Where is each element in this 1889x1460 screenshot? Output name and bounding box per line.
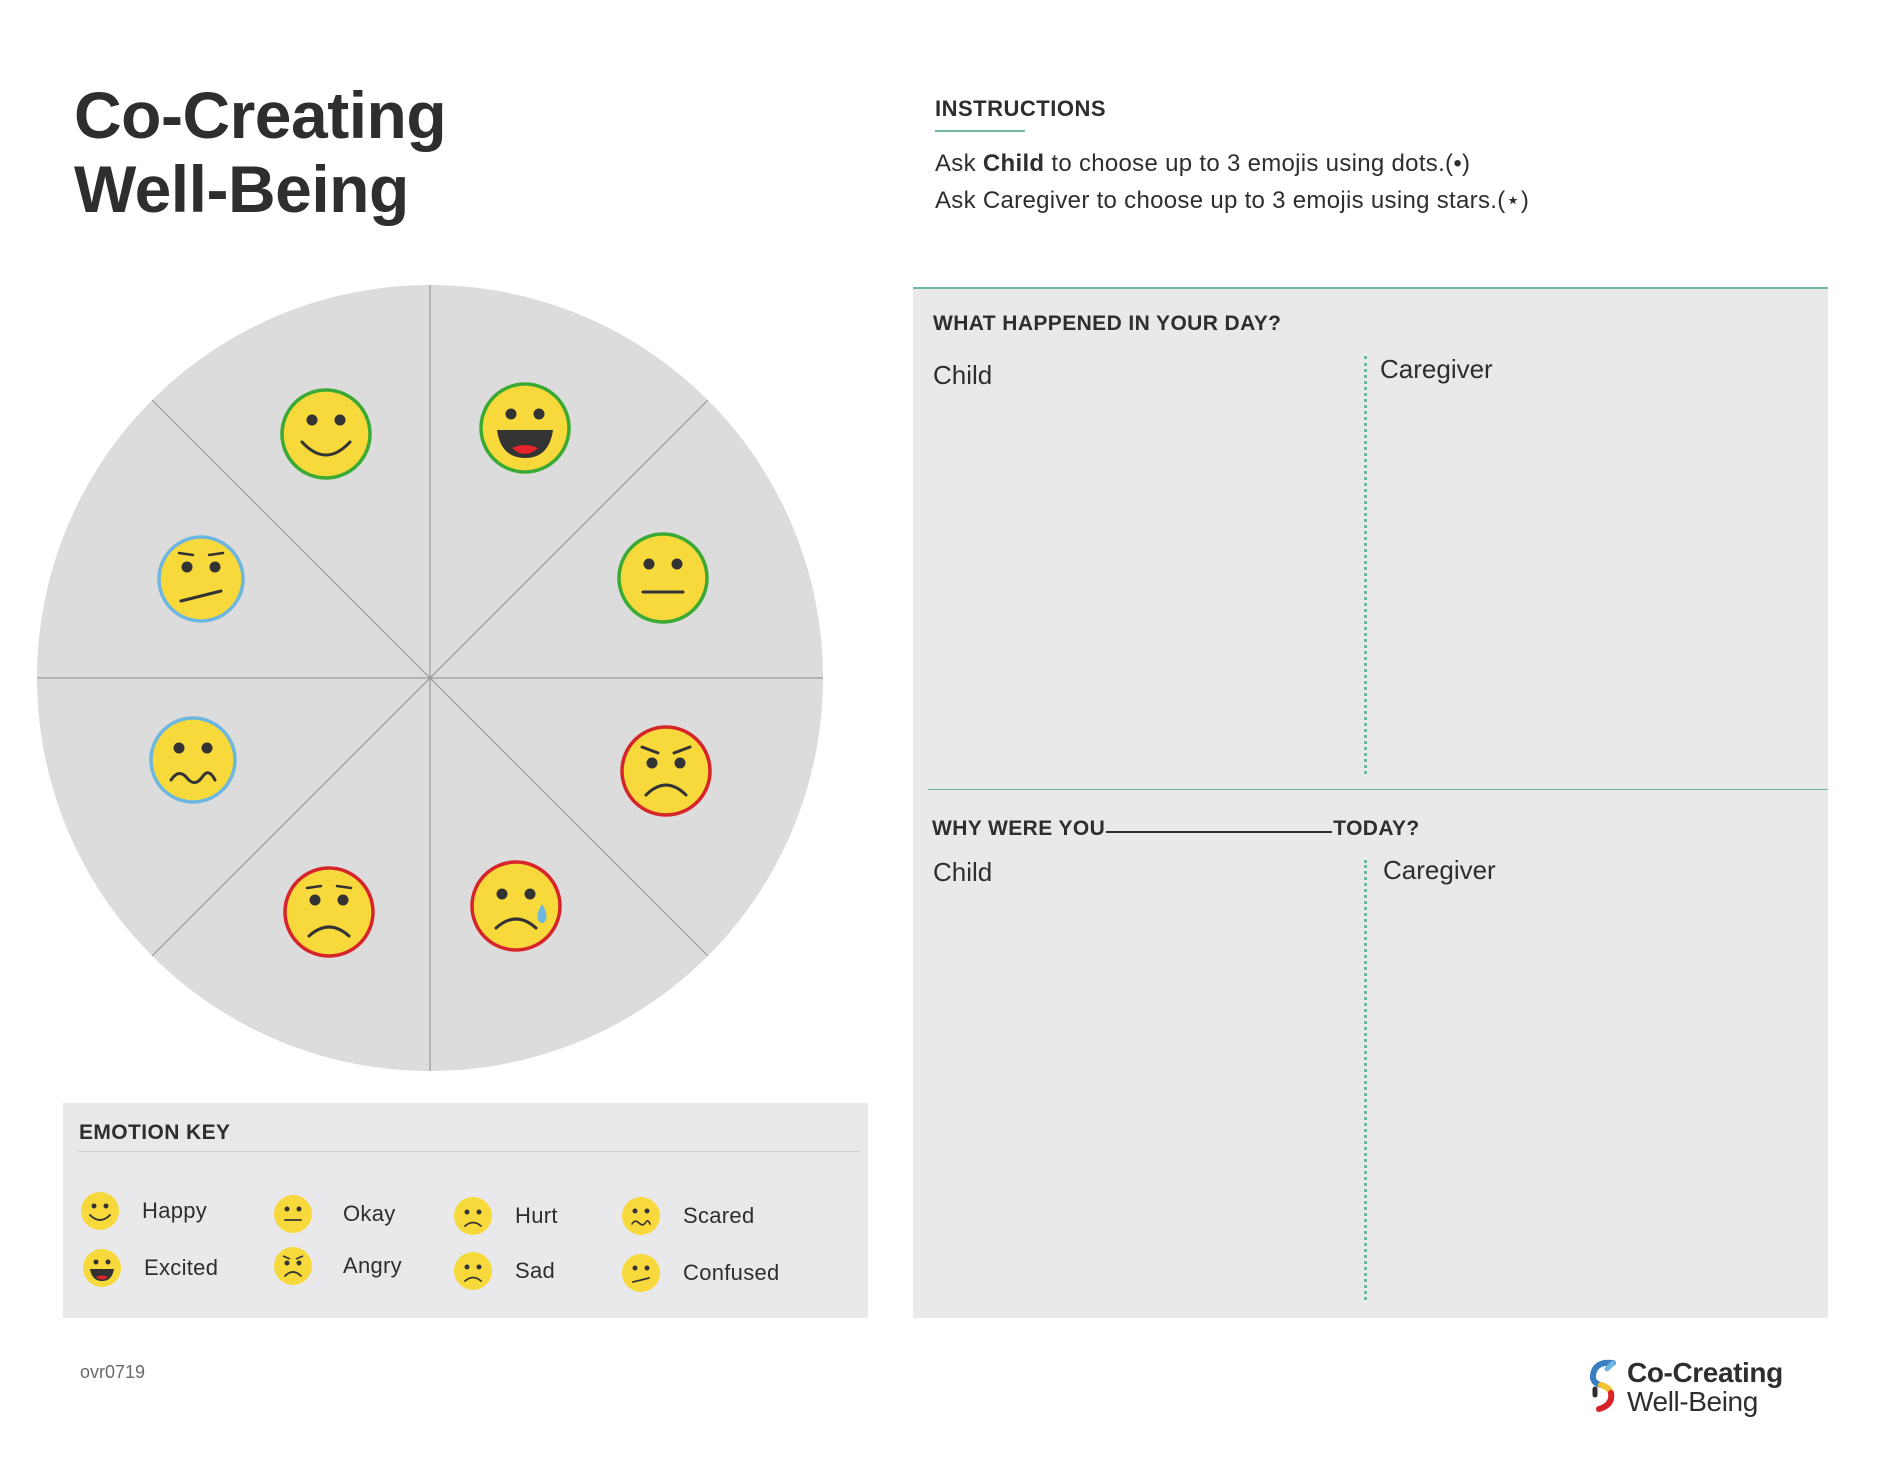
emotion-wheel (37, 285, 823, 1071)
day-child-label: Child (933, 360, 993, 390)
angry-face-icon[interactable] (620, 725, 712, 817)
emotion-key-rule (78, 1151, 860, 1152)
scared-face-icon[interactable] (149, 716, 237, 804)
instruction-caregiver: Ask Caregiver to choose up to 3 emojis u… (935, 187, 1530, 214)
day-section-heading: WHAT HAPPENED IN YOUR DAY? (933, 312, 1282, 335)
key-item-sad: Sad (453, 1251, 555, 1291)
journal-panel (913, 288, 1828, 1318)
day-caregiver-label: Caregiver (1380, 354, 1493, 384)
why-column-divider (1364, 860, 1367, 1300)
why-caregiver-label: Caregiver (1383, 855, 1496, 885)
day-column-divider (1364, 356, 1367, 774)
hurt-face-icon[interactable] (283, 866, 375, 958)
key-label-excited: Excited (144, 1255, 219, 1280)
instructions-underline (935, 130, 1025, 132)
confused-face-icon[interactable] (157, 535, 245, 623)
emotion-key-heading: EMOTION KEY (79, 1121, 231, 1144)
key-item-confused: Confused (621, 1253, 780, 1293)
key-label-confused: Confused (683, 1260, 780, 1285)
day-caregiver-writing-area[interactable] (1380, 400, 1810, 770)
key-label-sad: Sad (515, 1258, 556, 1283)
scared-face-icon (622, 1197, 660, 1235)
key-item-scared: Scared (621, 1196, 755, 1236)
sad-face-icon (454, 1252, 492, 1290)
instruction-child: Ask Child to choose up to 3 emojis using… (935, 150, 1471, 177)
brand-mark-icon (1589, 1359, 1616, 1412)
title-line-1: Co-Creating (74, 78, 447, 152)
excited-face-icon[interactable] (479, 382, 571, 474)
key-item-hurt: Hurt (453, 1196, 558, 1236)
section-divider (928, 789, 1828, 790)
key-item-happy: Happy (80, 1191, 207, 1231)
confused-face-icon (622, 1254, 660, 1292)
happy-face-icon (81, 1192, 119, 1230)
hurt-face-icon (454, 1197, 492, 1235)
why-child-writing-area[interactable] (940, 900, 1350, 1300)
why-child-label: Child (933, 857, 993, 887)
sad-face-icon[interactable] (470, 860, 562, 952)
document-code: ovr0719 (80, 1362, 146, 1382)
instructions-heading: INSTRUCTIONS (935, 96, 1106, 121)
page-title: Co-Creating Well-Being (74, 78, 447, 226)
brand-line-2: Well-Being (1627, 1386, 1758, 1417)
key-label-angry: Angry (343, 1253, 402, 1278)
panel-top-rule (913, 287, 1828, 289)
brand-wordmark: Co-Creating Well-Being (1627, 1358, 1783, 1416)
key-item-angry: Angry (273, 1246, 402, 1286)
key-label-happy: Happy (142, 1198, 208, 1223)
key-item-okay: Okay (273, 1194, 396, 1234)
angry-face-icon (274, 1247, 312, 1285)
day-child-writing-area[interactable] (940, 400, 1350, 770)
key-label-scared: Scared (683, 1203, 755, 1228)
okay-face-icon (274, 1195, 312, 1233)
key-label-hurt: Hurt (515, 1203, 558, 1228)
why-caregiver-writing-area[interactable] (1380, 900, 1810, 1300)
happy-face-icon[interactable] (280, 388, 372, 480)
instruction-child-bold: Child (982, 150, 1045, 177)
excited-face-icon (83, 1249, 121, 1287)
key-label-okay: Okay (343, 1201, 396, 1226)
okay-face-icon[interactable] (617, 532, 709, 624)
key-item-excited: Excited (82, 1248, 218, 1288)
brand-line-1: Co-Creating (1627, 1357, 1783, 1388)
brand-logo: Co-Creating Well-Being (1587, 1358, 1783, 1416)
why-blank-line[interactable] (1106, 831, 1333, 833)
title-line-2: Well-Being (74, 152, 409, 226)
wheel-divider-diagonal-2 (146, 394, 714, 962)
